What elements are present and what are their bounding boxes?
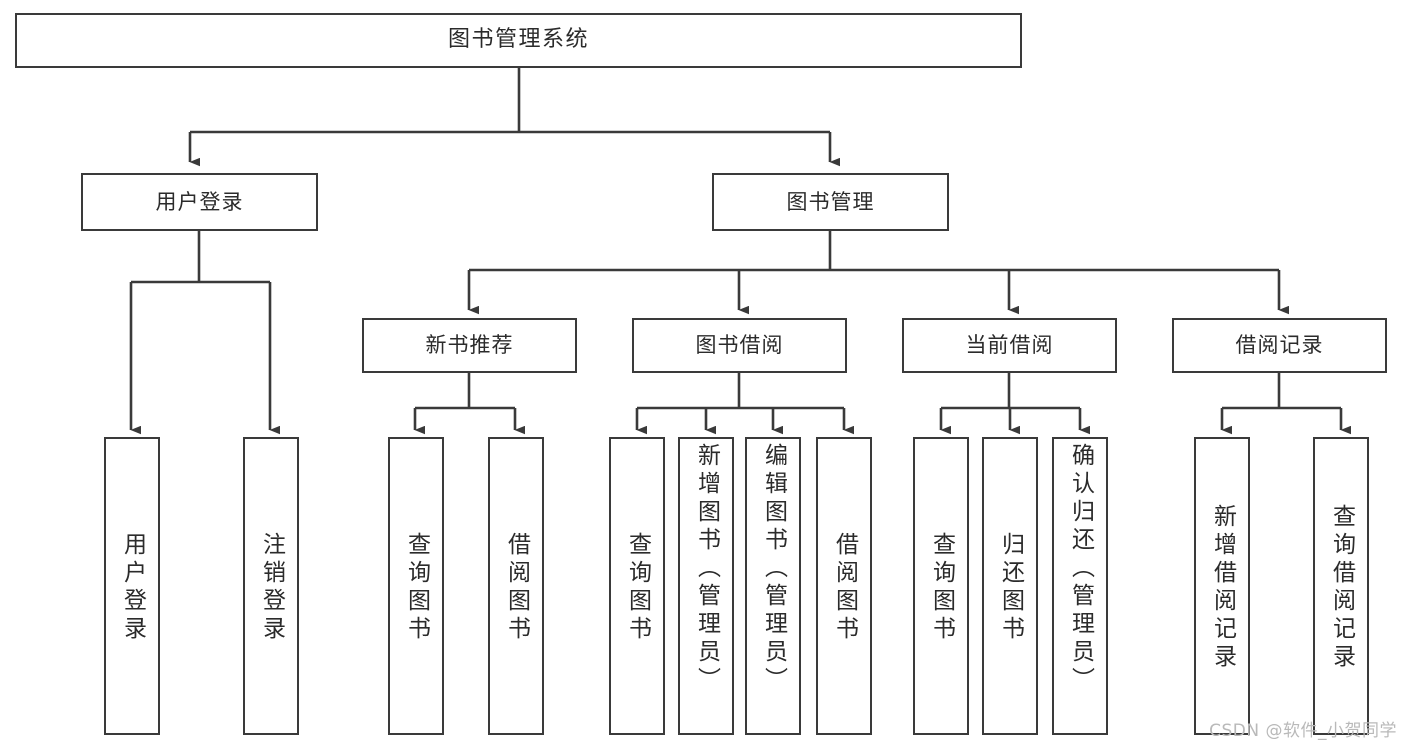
node-label: 归还图书 xyxy=(997,532,1024,644)
node-label: 新书推荐 xyxy=(425,333,514,358)
node-root-system[interactable]: 图书管理系统 xyxy=(15,13,1022,68)
node-label: 新增借阅记录 xyxy=(1209,504,1236,672)
node-leaf-query-book-newbook[interactable]: 查询图书 xyxy=(388,437,444,735)
node-leaf-logout[interactable]: 注销登录 xyxy=(243,437,299,735)
node-label: 注销登录 xyxy=(258,532,285,644)
node-label: 查询图书 xyxy=(928,532,955,644)
node-label: 图书借阅 xyxy=(695,333,784,358)
node-user-login[interactable]: 用户登录 xyxy=(81,173,318,231)
node-leaf-return-book[interactable]: 归还图书 xyxy=(982,437,1038,735)
node-book-borrowing[interactable]: 图书借阅 xyxy=(632,318,847,373)
node-label: 当前借阅 xyxy=(965,333,1054,358)
node-new-book-recommend[interactable]: 新书推荐 xyxy=(362,318,577,373)
node-leaf-query-book-current[interactable]: 查询图书 xyxy=(913,437,969,735)
node-label: 借阅图书 xyxy=(831,532,858,644)
node-label: 查询图书 xyxy=(624,532,651,644)
node-label: 用户登录 xyxy=(155,189,244,214)
node-leaf-edit-book-admin[interactable]: 编辑图书（管理员） xyxy=(745,437,801,735)
node-label: 用户登录 xyxy=(119,532,146,644)
node-label: 借阅图书 xyxy=(503,532,530,644)
node-leaf-add-borrow-record[interactable]: 新增借阅记录 xyxy=(1194,437,1250,735)
node-leaf-borrow-book[interactable]: 借阅图书 xyxy=(816,437,872,735)
node-label: 新增图书（管理员） xyxy=(693,443,720,695)
node-leaf-confirm-return-admin[interactable]: 确认归还（管理员） xyxy=(1052,437,1108,735)
node-label: 查询图书 xyxy=(403,532,430,644)
node-leaf-borrow-book-newbook[interactable]: 借阅图书 xyxy=(488,437,544,735)
watermark-text: CSDN @软件_小贺同学 xyxy=(1209,721,1397,741)
node-leaf-query-borrow-record[interactable]: 查询借阅记录 xyxy=(1313,437,1369,735)
node-label: 图书管理 xyxy=(786,189,875,214)
node-label: 图书管理系统 xyxy=(447,27,589,53)
node-borrow-records[interactable]: 借阅记录 xyxy=(1172,318,1387,373)
node-label: 借阅记录 xyxy=(1235,333,1324,358)
node-label: 确认归还（管理员） xyxy=(1067,443,1094,695)
node-label: 查询借阅记录 xyxy=(1328,504,1355,672)
node-leaf-user-login[interactable]: 用户登录 xyxy=(104,437,160,735)
node-leaf-query-book-borrow[interactable]: 查询图书 xyxy=(609,437,665,735)
node-label: 编辑图书（管理员） xyxy=(760,443,787,695)
node-book-management[interactable]: 图书管理 xyxy=(712,173,949,231)
node-leaf-add-book-admin[interactable]: 新增图书（管理员） xyxy=(678,437,734,735)
node-current-borrowing[interactable]: 当前借阅 xyxy=(902,318,1117,373)
